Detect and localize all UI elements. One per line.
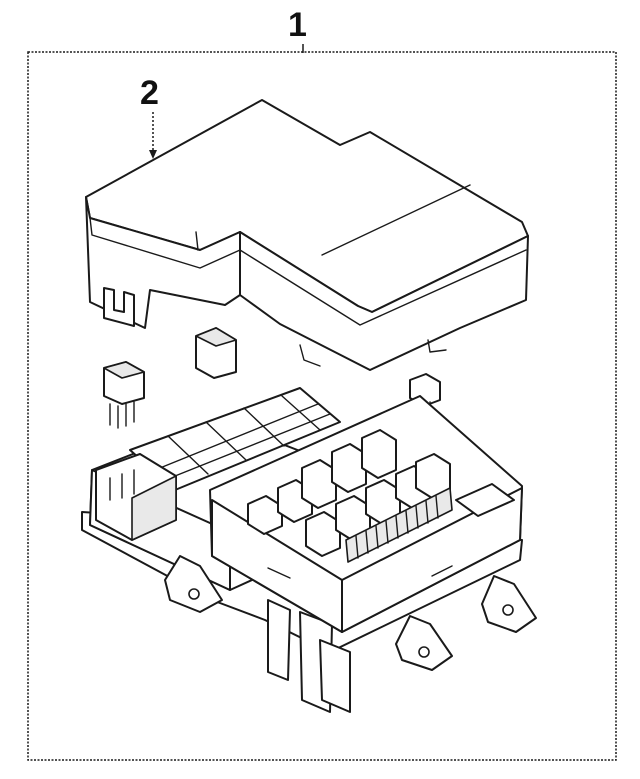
mounting-bracket-center [395,615,453,671]
callout-2-leader [149,112,157,159]
callout-1-label: 1 [288,6,307,44]
fuse-box-cover [85,99,529,371]
relay-left [103,361,145,429]
fuse-box-base [81,387,523,713]
assembly-frame [27,51,617,761]
callout-2-label: 2 [140,74,159,112]
relay-center [195,327,237,379]
mounting-bracket-left [164,555,223,613]
mounting-bracket-right [481,575,537,633]
